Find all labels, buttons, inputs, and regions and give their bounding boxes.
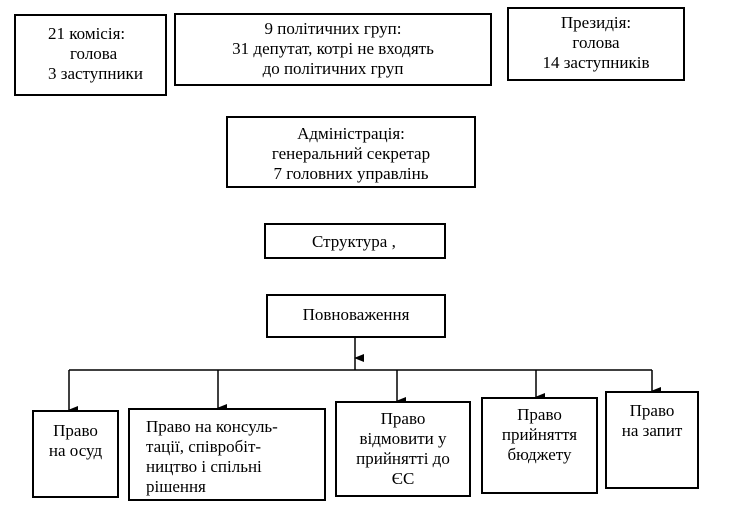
right-censure-line-2: на осуд bbox=[48, 441, 103, 460]
right-budget-line-1: Право bbox=[517, 405, 562, 424]
right-inquiry-box: Право на запит bbox=[605, 391, 699, 489]
commissions-box: 21 комісія: голова 3 заступники bbox=[14, 14, 167, 96]
political-groups-box: 9 політичних груп: 31 депутат, котрі не … bbox=[174, 13, 492, 86]
political-groups-line-2: 31 депутат, котрі не входять bbox=[232, 39, 434, 58]
political-groups-line-3: до політичних груп bbox=[262, 59, 404, 78]
administration-line-1: Адміністрація: bbox=[297, 124, 405, 143]
administration-line-3: 7 головних управлінь bbox=[273, 164, 429, 183]
right-refuse-line-1: Право bbox=[380, 409, 426, 428]
presidium-line-2: голова bbox=[572, 33, 620, 52]
commissions-line-2: голова bbox=[70, 44, 118, 63]
presidium-box: Президія: голова 14 заступників bbox=[507, 7, 685, 81]
right-budget-box: Право прийняття бюджету bbox=[481, 397, 598, 494]
right-consultation-line-2: тації, співробіт- bbox=[146, 437, 262, 456]
powers-label: Повноваження bbox=[302, 305, 410, 324]
right-consultation-line-1: Право на консуль- bbox=[146, 417, 278, 436]
structure-label: Структура , bbox=[312, 232, 396, 251]
administration-box: Адміністрація: генеральний секретар 7 го… bbox=[226, 116, 476, 188]
structure-box: Структура , bbox=[264, 223, 446, 259]
commissions-line-3: 3 заступники bbox=[48, 64, 143, 83]
presidium-line-1: Президія: bbox=[560, 13, 632, 32]
right-budget-line-3: бюджету bbox=[507, 445, 572, 464]
right-refuse-line-2: відмовити у bbox=[359, 429, 447, 448]
presidium-line-3: 14 заступників bbox=[542, 53, 650, 72]
right-consultation-line-3: ництво і спільні bbox=[146, 457, 262, 476]
powers-box: Повноваження bbox=[266, 294, 446, 338]
right-censure-box: Право на осуд bbox=[32, 410, 119, 498]
right-consultation-line-4: рішення bbox=[146, 477, 206, 496]
right-censure-line-1: Право bbox=[53, 421, 98, 440]
right-inquiry-line-1: Право bbox=[629, 401, 675, 420]
commissions-line-1: 21 комісія: bbox=[48, 24, 126, 43]
right-refuse-line-4: ЄС bbox=[391, 469, 415, 488]
administration-line-2: генеральний секретар bbox=[271, 144, 431, 163]
right-refuse-box: Право відмовити у прийнятті до ЄС bbox=[335, 401, 471, 497]
right-consultation-box: Право на консуль- тації, співробіт- ницт… bbox=[128, 408, 326, 501]
right-refuse-line-3: прийнятті до bbox=[356, 449, 450, 468]
political-groups-line-1: 9 політичних груп: bbox=[264, 19, 402, 38]
right-budget-line-2: прийняття bbox=[501, 425, 578, 444]
right-inquiry-line-2: на запит bbox=[621, 421, 683, 440]
